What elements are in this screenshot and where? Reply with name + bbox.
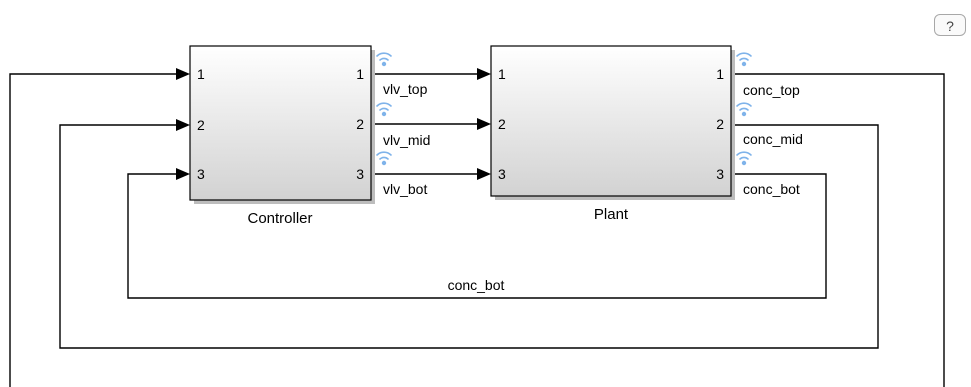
controller-inport-2: 2	[197, 117, 205, 133]
plant-name[interactable]: Plant	[594, 206, 629, 223]
logging-icon-vlv-mid[interactable]	[376, 102, 392, 117]
controller-in1-arrow	[176, 68, 190, 80]
controller-inport-1: 1	[197, 66, 205, 82]
controller-outport-3: 3	[356, 166, 364, 182]
plant-block[interactable]: 1 2 3 1 2 3	[490, 45, 735, 200]
signal-label-conc-bot[interactable]: conc_bot	[743, 181, 800, 197]
controller-block[interactable]: 1 2 3 1 2 3	[189, 45, 375, 204]
logging-icon-vlv-bot[interactable]	[376, 151, 392, 166]
signal-label-vlv-bot[interactable]: vlv_bot	[383, 181, 427, 197]
signal-label-conc-mid[interactable]: conc_mid	[743, 131, 803, 147]
help-button[interactable]: ?	[934, 14, 966, 36]
controller-in2-arrow	[176, 119, 190, 131]
plant-in3-arrow	[477, 168, 491, 180]
plant-inport-1: 1	[498, 66, 506, 82]
conc-bot-feedback-wire[interactable]	[127, 173, 827, 299]
plant-outport-3: 3	[716, 166, 724, 182]
signal-label-conc-bot-feedback[interactable]: conc_bot	[448, 277, 505, 293]
plant-in2-arrow	[477, 118, 491, 130]
controller-inport-3: 3	[197, 166, 205, 182]
signal-label-vlv-top[interactable]: vlv_top	[383, 81, 428, 97]
conc-mid-feedback-wire[interactable]	[59, 124, 879, 349]
plant-inport-2: 2	[498, 116, 506, 132]
logging-icon-conc-top[interactable]	[736, 52, 752, 67]
conc-top-feedback-wire[interactable]	[735, 73, 945, 387]
plant-inport-3: 3	[498, 166, 506, 182]
logging-icon-conc-bot[interactable]	[736, 151, 752, 166]
conc-top-return-wire[interactable]	[9, 73, 176, 387]
logging-icon-vlv-top[interactable]	[376, 52, 392, 67]
controller-name[interactable]: Controller	[247, 210, 312, 227]
logging-icon-conc-mid[interactable]	[736, 102, 752, 117]
controller-outport-2: 2	[356, 116, 364, 132]
plant-in1-arrow	[477, 68, 491, 80]
controller-outport-1: 1	[356, 66, 364, 82]
controller-in3-arrow	[176, 168, 190, 180]
plant-outport-1: 1	[716, 66, 724, 82]
plant-outport-2: 2	[716, 116, 724, 132]
signal-label-conc-top[interactable]: conc_top	[743, 82, 800, 98]
signal-label-vlv-mid[interactable]: vlv_mid	[383, 132, 430, 148]
